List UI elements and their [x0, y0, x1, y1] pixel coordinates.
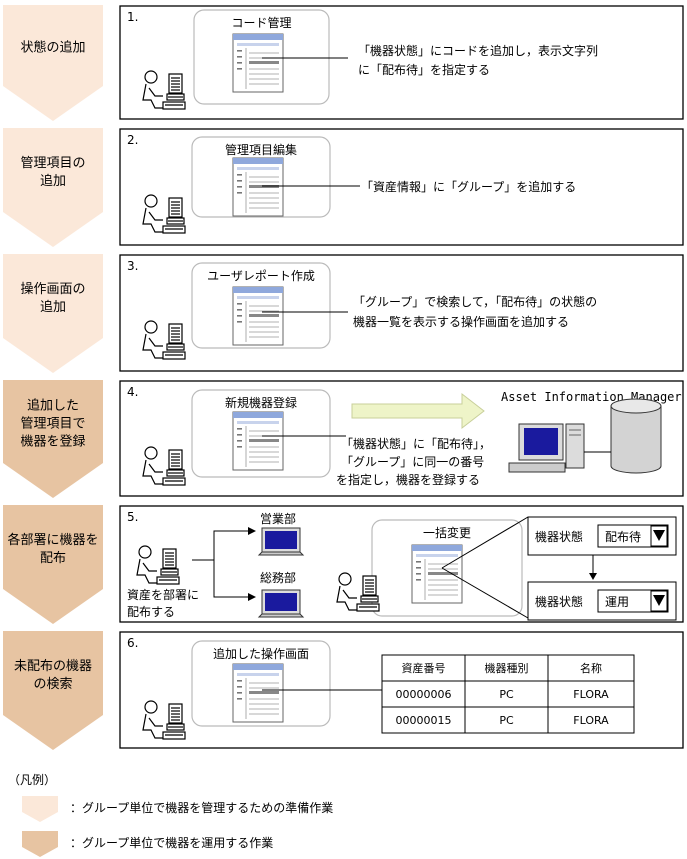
table-header-text: 機器種別: [485, 661, 529, 675]
step-4-label: 管理項目で: [20, 417, 85, 432]
step-4-chevron: [3, 380, 103, 498]
app-window-icon: [232, 33, 284, 93]
step-4-label: 追加した: [27, 398, 79, 414]
step-1-note: に「配布待」を指定する: [358, 62, 490, 77]
arrowhead: [589, 573, 597, 580]
step-3-label: 追加: [40, 299, 66, 315]
step-1-number: 1.: [127, 10, 138, 24]
table-cell-text: PC: [499, 714, 514, 727]
step-4-note: 「グループ」に同一の番号: [341, 455, 484, 469]
step-6-screen-title: 追加した操作画面: [213, 646, 309, 661]
step-3-chevron: [3, 254, 103, 373]
step-3-number: 3.: [127, 259, 138, 273]
step-5-number: 5.: [127, 510, 138, 524]
table-cell-text: FLORA: [573, 688, 609, 701]
step-3-note: 「グループ」で検索して，「配布待」の状態の: [353, 294, 597, 309]
arrowhead: [248, 527, 256, 535]
workstation-icon: [508, 423, 585, 473]
step-4-label: 機器を登録: [20, 435, 85, 450]
step-2-chevron: [3, 128, 103, 247]
step-1-chevron: [3, 5, 103, 121]
step-2-note: 「資産情報」に「グループ」を追加する: [361, 179, 576, 194]
step-3-screen-title: ユーザレポート作成: [207, 269, 315, 283]
step-2-label: 追加: [40, 173, 66, 189]
status-after-value: 運用: [605, 595, 629, 609]
zoom-line: [441, 516, 529, 569]
step-4-screen-title: 新規機器登録: [225, 395, 297, 410]
table-cell-text: FLORA: [573, 714, 609, 727]
chevron-down-icon: [653, 530, 665, 541]
step-6-number: 6.: [127, 636, 138, 650]
step-5-screen-title: 一括変更: [423, 525, 471, 540]
legend-prep-swatch: [22, 796, 58, 822]
step-6-label: の検索: [33, 677, 72, 692]
table-header-cell: [547, 654, 635, 682]
table-cell-text: PC: [499, 688, 514, 701]
step-5-label: 各部署に機器を: [7, 532, 98, 548]
step-5-chevron: [3, 505, 103, 624]
status-before-label: 機器状態: [535, 529, 583, 544]
app-window-icon: [232, 157, 284, 217]
step-1: 状態の追加 1. コード管理「機器状態」にコードを追加し，表示文字列に「配布待」を指…: [3, 5, 684, 121]
table-cell: [547, 680, 635, 708]
distribution-line: [213, 560, 248, 598]
step-5-note: 配布する: [127, 605, 175, 619]
distribution-line: [192, 530, 248, 561]
step-3-note: 機器一覧を表示する操作画面を追加する: [353, 314, 569, 329]
legend-prep-text: ：グループ単位で機器を管理するための準備作業: [70, 800, 333, 815]
step-1-note: 「機器状態」にコードを追加し，表示文字列: [358, 43, 598, 58]
step-5-note: 資産を部署に: [127, 587, 199, 602]
block-arrow: [351, 392, 485, 430]
table-header-text: 資産番号: [402, 662, 446, 675]
app-window-icon: [232, 411, 284, 471]
table-cell-text: 00000006: [396, 688, 452, 701]
table-cell: [381, 680, 466, 708]
step-6-chevron: [3, 631, 103, 750]
step-4-number: 4.: [127, 385, 138, 399]
department-label: 営業部: [260, 511, 296, 526]
laptop-icon: [258, 589, 304, 618]
arrowhead: [248, 593, 256, 601]
legend-operate-text: ：グループ単位で機器を運用する作業: [70, 835, 273, 850]
table-cell: [464, 680, 549, 708]
step-4-note: を指定し，機器を登録する: [336, 472, 480, 487]
step-2-number: 2.: [127, 133, 138, 147]
step-3-label: 操作画面の: [20, 281, 85, 297]
step-1-screen-title: コード管理: [231, 15, 291, 30]
department-label: 総務部: [260, 570, 296, 585]
status-before-value: 配布待: [605, 530, 641, 544]
legend-operate-swatch: [22, 831, 58, 857]
step-1-label: 状態の追加: [20, 40, 85, 56]
step-5: 各部署に機器を配布5.営業部総務部資産を部署に配布する一括変更機器状態配布待機器…: [3, 505, 684, 624]
database-icon: [584, 398, 662, 474]
app-window-icon: [232, 286, 284, 346]
zoom-line: [441, 567, 529, 619]
table-cell: [381, 706, 466, 734]
step-6-label: 未配布の機器: [14, 659, 92, 674]
legend-title: （凡例）: [8, 773, 56, 787]
step-5-label: 配布: [40, 551, 66, 566]
step-2-screen-title: 管理項目編集: [225, 142, 297, 157]
status-after-label: 機器状態: [535, 594, 583, 609]
app-window-icon: [411, 544, 463, 604]
table-cell: [547, 706, 635, 734]
chevron-down-icon: [653, 595, 665, 606]
step-4-note: 「機器状態」に「配布待」，: [341, 436, 491, 451]
laptop-icon: [258, 527, 304, 556]
table-cell-text: 00000015: [396, 714, 452, 727]
table-header-text: 名称: [580, 661, 602, 675]
app-window-icon: [232, 663, 284, 723]
step-2-label: 管理項目の: [20, 156, 85, 171]
